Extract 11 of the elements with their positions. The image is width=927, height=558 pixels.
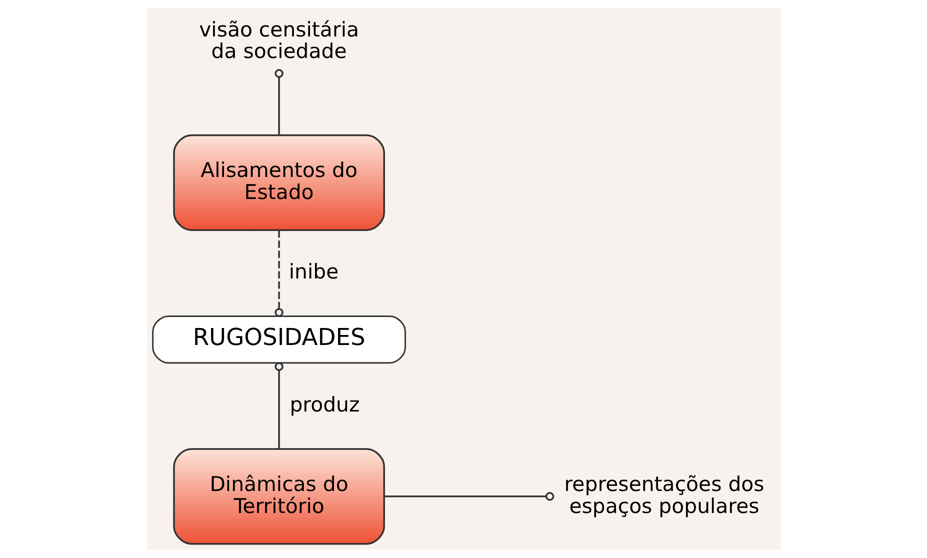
node-box: Dinâmicas do Território <box>172 448 384 545</box>
node-text: representações dos espaços populares <box>564 472 764 518</box>
edge-label: inibe <box>288 260 338 284</box>
connector <box>384 492 554 501</box>
connector <box>274 362 283 449</box>
node-box: Alisamentos do Estado <box>172 134 384 231</box>
edge-label: produz <box>289 392 360 416</box>
node-text: visão censitária da sociedade <box>198 17 359 64</box>
connector <box>274 69 283 136</box>
node-box: RUGOSIDADES <box>152 315 406 364</box>
connector <box>274 230 283 317</box>
